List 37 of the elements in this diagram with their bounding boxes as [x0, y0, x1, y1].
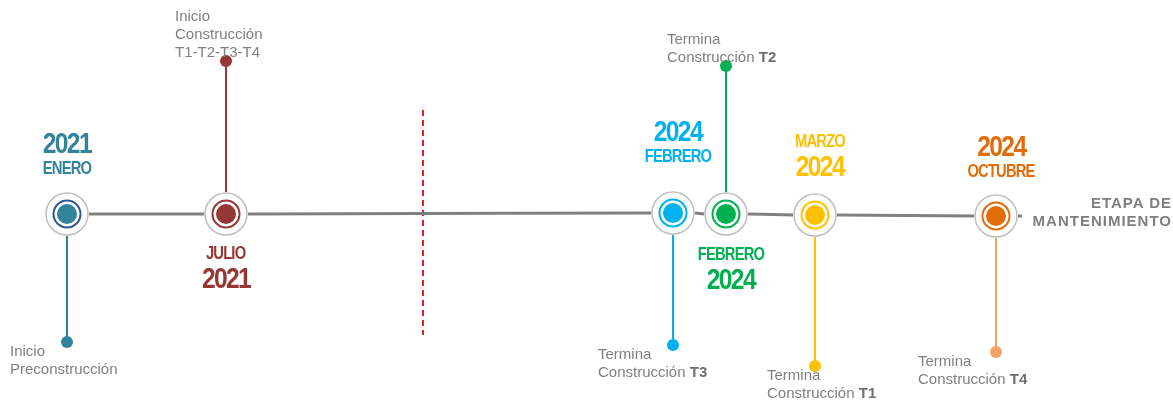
milestone-note: Termina Construcción T3 [598, 345, 728, 381]
timeline-line [89, 212, 204, 216]
milestone-note: Termina Construcción T2 [667, 30, 799, 66]
milestone-marker [974, 194, 1018, 238]
leader-line [220, 55, 232, 193]
milestone-marker [45, 192, 89, 236]
milestone-marker [204, 192, 248, 236]
stage-label: ETAPA DE MANTENIMIENTO [1022, 194, 1172, 230]
timeline-line [248, 211, 651, 216]
leader-line [667, 234, 679, 351]
leader-line [61, 235, 73, 348]
month-label: OCTUBRE [967, 161, 1035, 181]
timeline-line [747, 212, 794, 217]
milestone-marker [793, 193, 837, 237]
milestone-note: Inicio Preconstrucción [10, 342, 140, 378]
leader-line [720, 60, 732, 193]
month-label: MARZO [795, 131, 845, 151]
milestone-marker [704, 192, 748, 236]
timeline-line [1018, 214, 1022, 218]
year-label: 2021 [42, 128, 92, 158]
month-label: JULIO [206, 243, 246, 263]
milestone-note: Termina Construcción T1 [767, 366, 897, 402]
year-label: 2024 [976, 131, 1026, 161]
leader-line [809, 236, 821, 372]
milestone-marker [651, 191, 695, 235]
year-label: 2024 [706, 264, 756, 294]
year-label: 2024 [653, 116, 703, 146]
month-label: FEBRERO [644, 146, 712, 166]
timeline-line [837, 213, 974, 218]
leader-line [990, 237, 1002, 358]
milestone-note: Termina Construcción T4 [918, 352, 1048, 388]
month-label: FEBRERO [697, 244, 765, 264]
year-label: 2024 [795, 151, 845, 181]
milestone-note: Inicio Construcción T1-T2-T3-T4 [175, 7, 287, 61]
timeline-line [694, 211, 705, 216]
month-label: ENERO [42, 158, 92, 178]
year-label: 2021 [201, 263, 251, 293]
